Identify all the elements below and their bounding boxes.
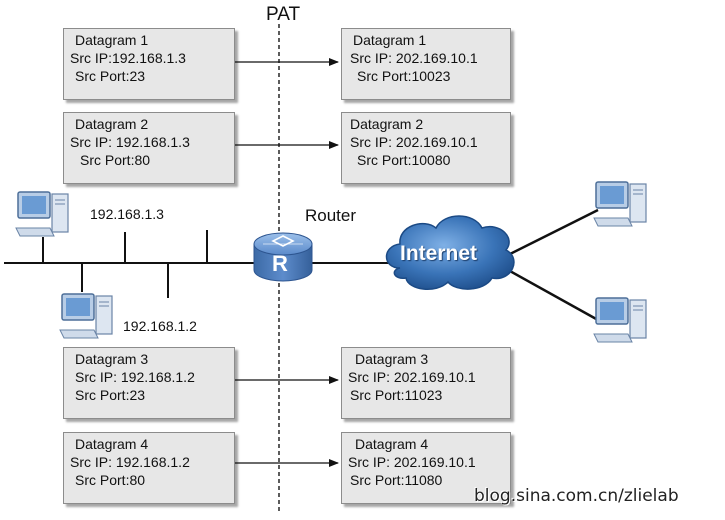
datagram-src-ip: Src IP: 192.168.1.2 xyxy=(75,369,195,385)
datagram-src-port: Src Port:23 xyxy=(75,387,146,403)
host-ip-bottom: 192.168.1.2 xyxy=(123,318,197,334)
datagram-3-outside-box: Datagram 3 Src IP: 202.169.10.1 Src Port… xyxy=(341,347,511,419)
datagram-src-port: Src Port:80 xyxy=(75,472,146,488)
datagram-1-outside-box: Datagram 1 Src IP: 202.169.10.1 Src Port… xyxy=(341,28,511,100)
internet-pc-link-1 xyxy=(507,208,599,257)
datagram-4-outside-box: Datagram 4 Src IP: 202.169.10.1 Src Port… xyxy=(341,432,511,504)
datagram-src-ip: Src IP: 202.169.10.1 xyxy=(348,454,476,470)
datagram-src-port: Src Port:80 xyxy=(80,152,151,168)
host-ip-top: 192.168.1.3 xyxy=(90,206,164,222)
pc-icon xyxy=(15,191,69,237)
datagram-src-port: Src Port:10023 xyxy=(357,68,451,84)
datagram-src-port: Src Port:11023 xyxy=(350,387,443,403)
datagram-title: Datagram 1 xyxy=(75,32,149,48)
datagram-src-port: Src Port:10080 xyxy=(357,152,451,168)
internet-pc-link-2 xyxy=(507,268,599,322)
internet-label: Internet xyxy=(400,242,478,265)
datagram-title: Datagram 2 xyxy=(350,116,424,132)
pat-label: PAT xyxy=(266,4,301,25)
datagram-2-inside-box: Datagram 2 Src IP: 192.168.1.3 Src Port:… xyxy=(63,112,235,184)
datagram-src-ip: Src IP:192.168.1.3 xyxy=(70,50,186,66)
datagram-title: Datagram 4 xyxy=(75,436,149,452)
datagram-title: Datagram 3 xyxy=(75,351,149,367)
datagram-src-ip: Src IP: 192.168.1.3 xyxy=(70,134,190,150)
datagram-2-outside-box: Datagram 2 Src IP: 202.169.10.1 Src Port… xyxy=(341,112,511,184)
datagram-title: Datagram 4 xyxy=(355,436,429,452)
router-symbol: R xyxy=(272,251,288,276)
datagram-src-ip: Src IP: 202.169.10.1 xyxy=(350,50,478,66)
datagram-title: Datagram 2 xyxy=(75,116,149,132)
router-label: Router xyxy=(305,206,357,225)
datagram-src-port: Src Port:23 xyxy=(75,68,146,84)
datagram-title: Datagram 1 xyxy=(353,32,427,48)
datagram-src-ip: Src IP: 202.169.10.1 xyxy=(350,134,478,150)
router-icon xyxy=(253,232,313,282)
watermark-text: blog.sina.com.cn/zlielab xyxy=(474,486,679,506)
datagram-3-inside-box: Datagram 3 Src IP: 192.168.1.2 Src Port:… xyxy=(63,347,235,419)
datagram-title: Datagram 3 xyxy=(355,351,429,367)
datagram-1-inside-box: Datagram 1 Src IP:192.168.1.3 Src Port:2… xyxy=(63,28,235,100)
datagram-4-inside-box: Datagram 4 Src IP: 192.168.1.2 Src Port:… xyxy=(63,432,235,504)
pc-icon xyxy=(593,181,647,227)
pc-icon xyxy=(593,297,647,343)
datagram-src-ip: Src IP: 192.168.1.2 xyxy=(70,454,190,470)
internet-cloud-icon xyxy=(385,215,515,290)
datagram-src-ip: Src IP: 202.169.10.1 xyxy=(348,369,476,385)
pc-icon xyxy=(59,293,113,339)
datagram-src-port: Src Port:11080 xyxy=(350,472,443,488)
